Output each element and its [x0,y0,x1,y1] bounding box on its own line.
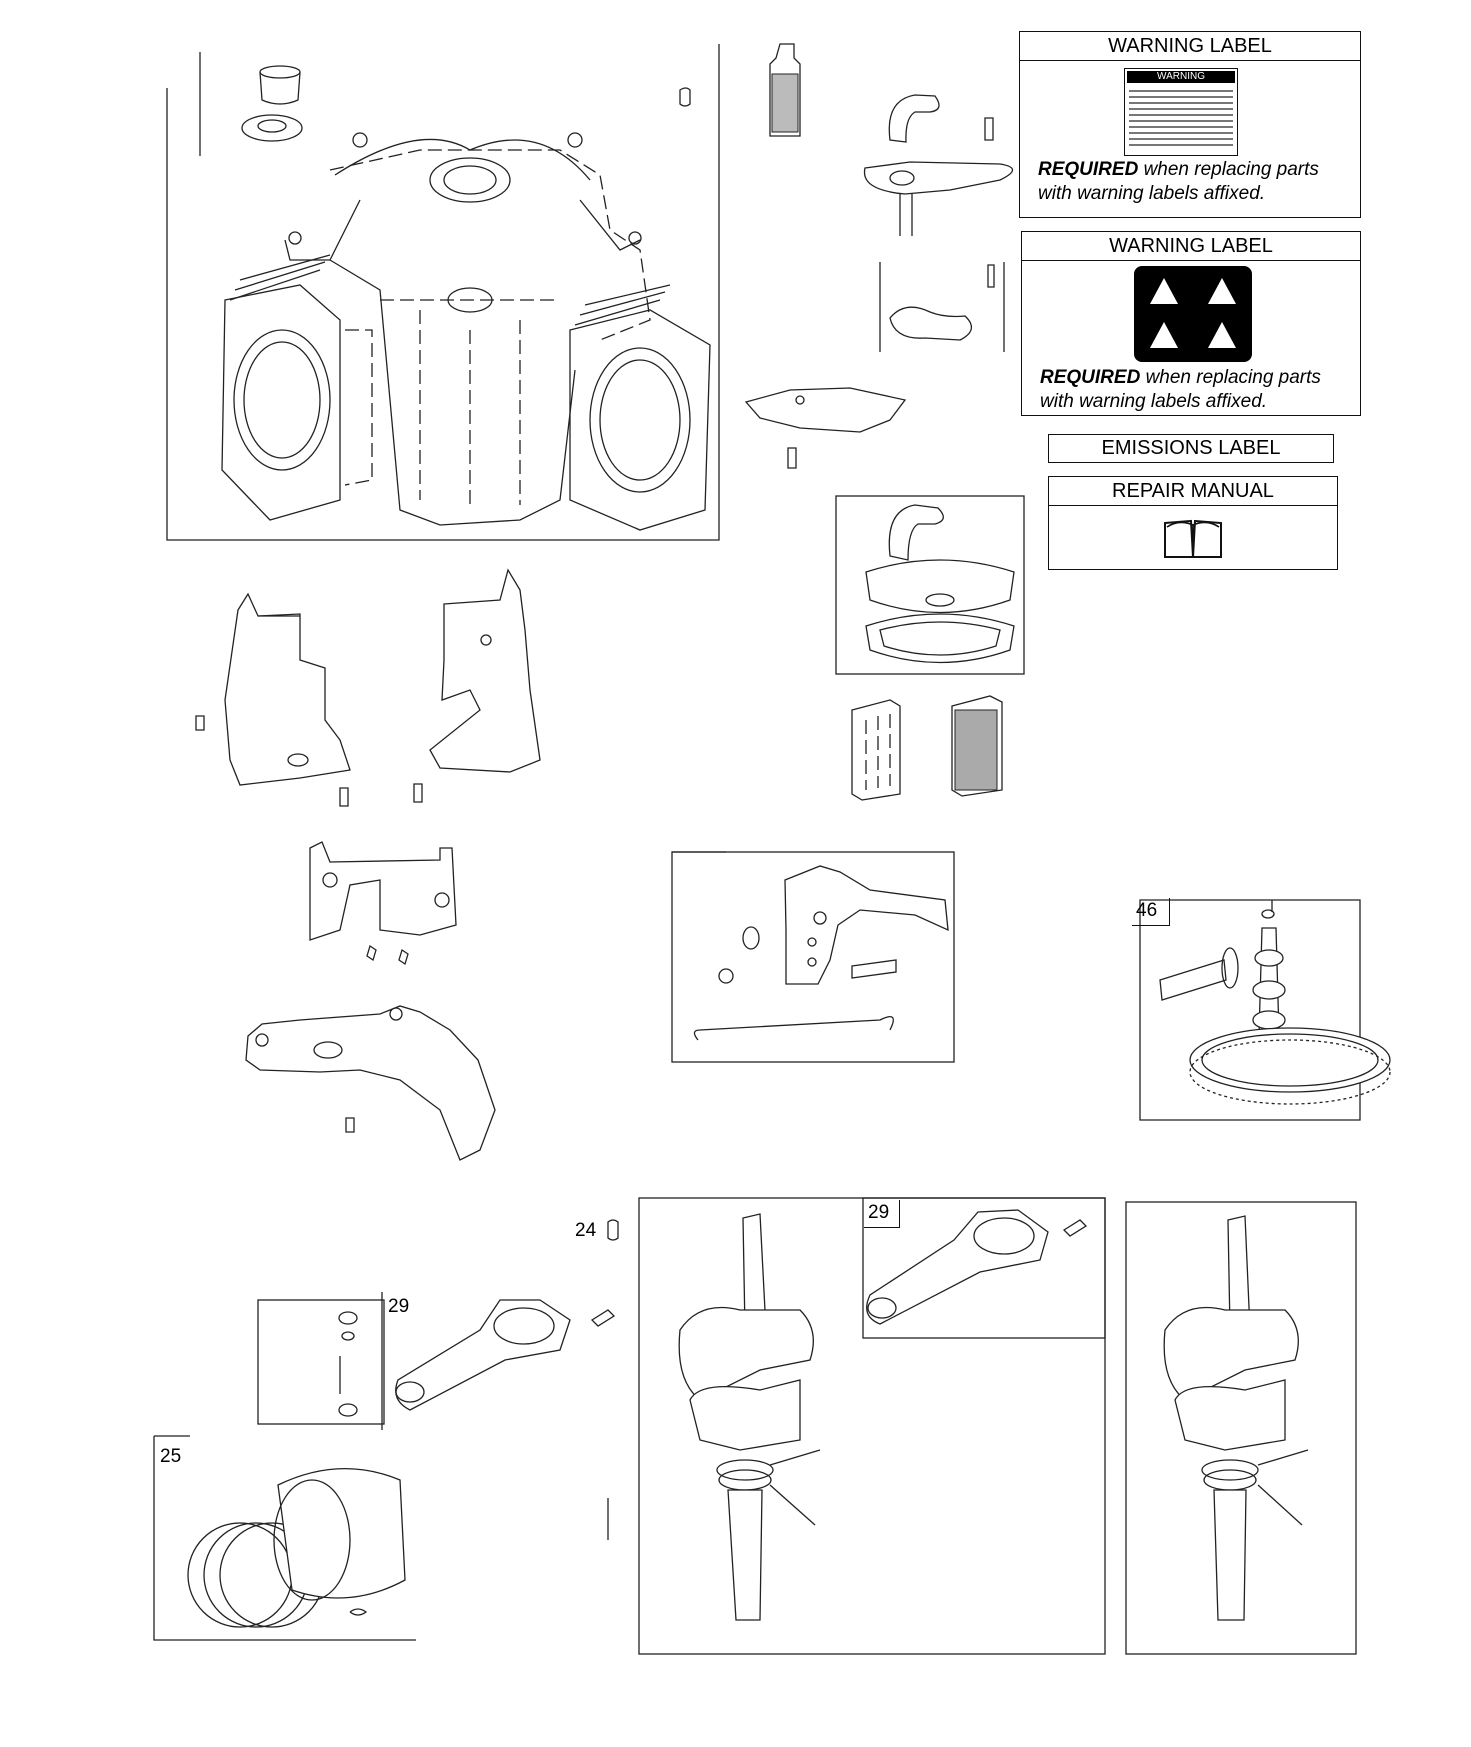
emissions-label-text: EMISSIONS LABEL [1101,437,1281,459]
callout-connecting-rod-right: 29 [864,1200,900,1228]
crankshaft-group-right [1125,1201,1357,1655]
required-bold-2: REQUIRED [1040,367,1141,388]
required-rest-1: when replacing parts with warning labels… [1038,159,1319,204]
air-baffle-left-part [195,592,351,807]
warning-label-box-2: WARNING LABEL REQUIRED when replacing pa… [1021,231,1361,416]
callout-pin: 24 [575,1220,597,1241]
warning-decal-heading: WARNING [1127,71,1235,83]
warning-required-note-2: REQUIRED when replacing parts with warni… [1040,366,1352,414]
shroud-part [245,1005,496,1161]
callout-connecting-rod-left: 29 [388,1296,410,1317]
hazard-triangles-icon [1134,266,1252,362]
callout-camshaft: 46 [1132,898,1170,926]
crankcase-block-part [221,132,711,531]
connecting-rod-left-group [257,1292,616,1430]
connecting-rod-right-group [862,1197,1106,1339]
air-filter-elements-part [851,695,1003,801]
repair-manual-box: REPAIR MANUAL [1048,476,1338,570]
warning-label-title-2: WARNING LABEL [1022,232,1360,261]
camshaft-group [1139,899,1391,1121]
piston-ring-group [153,1435,609,1641]
warning-label-title-1: WARNING LABEL [1020,32,1360,61]
governor-linkage-group [671,851,955,1063]
air-baffle-right-part [413,568,541,803]
warning-decal-icon: WARNING [1124,68,1238,156]
warning-label-box-1: WARNING LABEL WARNING REQUIRED when repl… [1019,31,1361,218]
valve-cover-assembly-group [835,495,1025,675]
lever-bracket-group [879,262,1005,352]
repair-manual-title: REPAIR MANUAL [1049,477,1337,506]
repair-manual-book-icon [1161,517,1225,566]
crankshaft-group-middle [638,1197,1106,1655]
pin-24-part [607,1219,619,1241]
gasket-part [744,387,907,469]
mounting-bracket-part [309,841,457,966]
emissions-label-box: EMISSIONS LABEL [1048,434,1334,463]
breather-tube-assembly [863,94,1014,236]
required-bold-1: REQUIRED [1038,159,1139,180]
bushing-part [241,65,303,142]
sealant-tube-part [769,43,801,137]
engine-block-group [166,44,720,541]
required-rest-2: when replacing parts with warning labels… [1040,367,1321,412]
callout-piston: 25 [160,1446,182,1467]
warning-required-note-1: REQUIRED when replacing parts with warni… [1038,158,1352,206]
